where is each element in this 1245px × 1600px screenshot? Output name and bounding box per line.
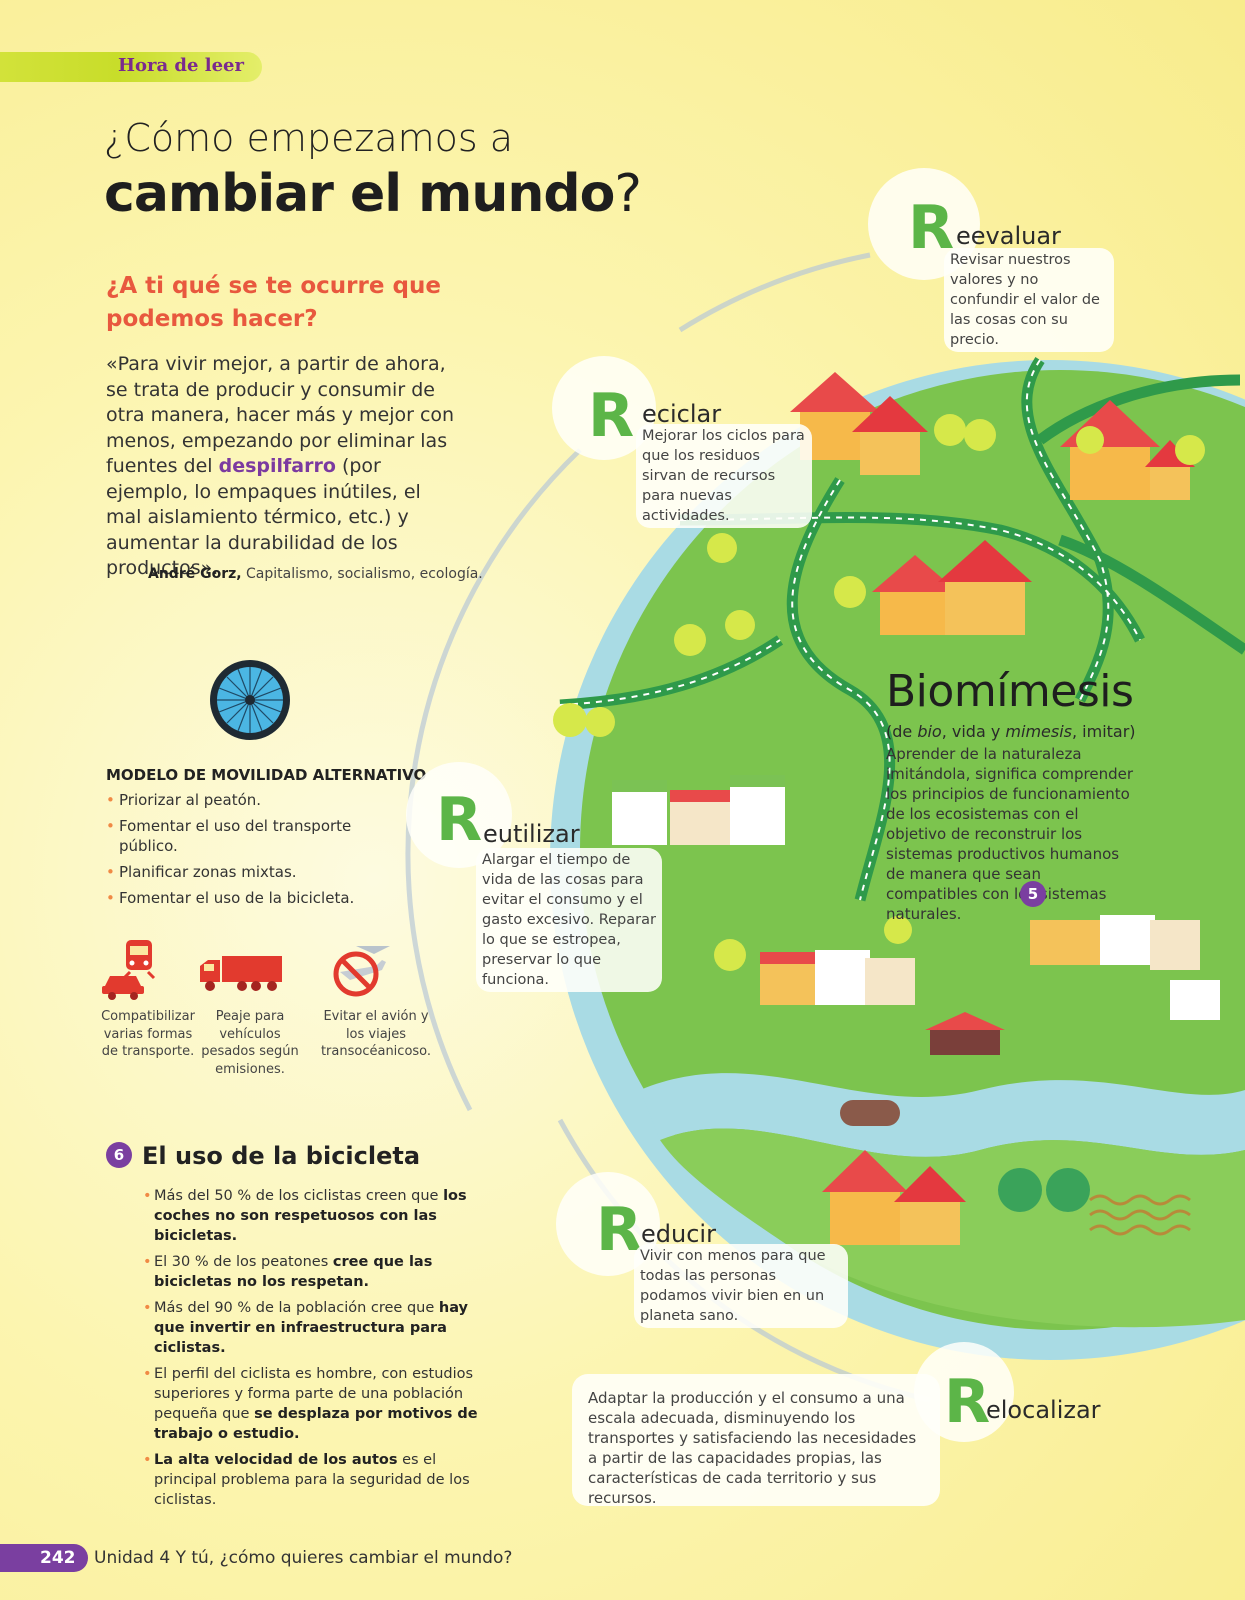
r-letter-reciclar: R (588, 381, 635, 451)
r-desc-reevaluar: Revisar nuestros valores y no confundir … (944, 248, 1114, 352)
title-question-mark: ? (614, 164, 642, 224)
list-item: La alta velocidad de los autos es el pri… (143, 1450, 503, 1510)
section-tag: Hora de leer (0, 52, 262, 82)
bicycle-wheel-icon (210, 660, 290, 740)
r-word-reevaluar: eevaluar (956, 222, 1061, 250)
r-desc-reciclar: Mejorar los ciclos para que los residuos… (636, 424, 812, 528)
r-letter-reutilizar: R (436, 785, 483, 855)
page-number: 242 (0, 1544, 88, 1572)
biomimesis-number-badge: 5 (1020, 881, 1046, 907)
bicycle-facts-list: Más del 50 % de los ciclistas creen que … (143, 1186, 503, 1516)
r-letter-reducir: R (596, 1195, 643, 1265)
title-line-1: ¿Cómo empezamos a (104, 116, 514, 160)
list-item: El perfil del ciclista es hombre, con es… (143, 1364, 503, 1444)
r-letter-reevaluar: R (908, 193, 955, 263)
list-item: Más del 90 % de la población cree que ha… (143, 1298, 503, 1358)
r-desc-reducir: Vivir con menos para que todas las perso… (634, 1244, 848, 1328)
list-item: Fomentar el uso de la bicicleta. (106, 888, 366, 908)
r-letter-relocalizar: R (944, 1367, 991, 1437)
footer-unit-title: Unidad 4 Y tú, ¿cómo quieres cambiar el … (94, 1548, 513, 1568)
list-item: Fomentar el uso del transporte público. (106, 816, 366, 856)
r-word-reciclar: eciclar (642, 400, 722, 428)
title-bold: cambiar el mundo (104, 164, 615, 224)
section-number-badge: 6 (106, 1142, 132, 1168)
mobility-model-title: MODELO DE MOVILIDAD ALTERNATIVO (106, 766, 427, 784)
quote-attribution: André Gorz, Capitalismo, socialismo, eco… (148, 566, 483, 582)
r-word-relocalizar: elocalizar (986, 1396, 1101, 1424)
biomimesis-etymology: (de bio, vida y mimesis, imitar) (886, 722, 1136, 741)
quote-highlight-word[interactable]: despilfarro (218, 455, 336, 477)
no-plane-icon (333, 946, 390, 997)
list-item: Más del 50 % de los ciclistas creen que … (143, 1186, 503, 1246)
biomimesis-text: Aprender de la naturaleza imitándola, si… (886, 745, 1134, 923)
r-circle-relocalizar (914, 1342, 1014, 1442)
truck-icon (200, 956, 282, 991)
r-desc-relocalizar: Adaptar la producción y el consumo a una… (572, 1374, 940, 1507)
title-line-2: cambiar el mundo? (104, 164, 642, 224)
list-item: El 30 % de los peatones cree que las bic… (143, 1252, 503, 1292)
list-item: Planificar zonas mixtas. (106, 862, 366, 882)
r-word-reducir: educir (641, 1220, 716, 1248)
r-word-reutilizar: eutilizar (483, 820, 580, 848)
quote-text-after: (por ejemplo, lo empaques inútiles, el m… (106, 455, 421, 579)
biomimesis-title: Biomímesis (886, 666, 1134, 717)
list-item: Priorizar al peatón. (106, 790, 366, 810)
subheading-question: ¿A ti qué se te ocurre que podemos hacer… (106, 273, 441, 332)
train-car-icon (102, 940, 156, 1000)
transport-caption-2: Peaje para vehículos pesados según emisi… (201, 1009, 299, 1077)
transport-caption-3: Evitar el avión y los viajes transocéani… (320, 1009, 432, 1059)
r-desc-reutilizar: Alargar el tiempo de vida de las cosas p… (476, 848, 662, 992)
quote-paragraph: «Para vivir mejor, a partir de ahora, se… (106, 352, 456, 582)
author-work: Capitalismo, socialismo, ecología. (241, 566, 483, 582)
author-name: André Gorz, (148, 566, 242, 582)
quote-text-before: «Para vivir mejor, a partir de ahora, se… (106, 353, 455, 477)
mobility-model-list: Priorizar al peatón. Fomentar el uso del… (106, 790, 366, 914)
transport-caption-1: Compatibilizar varias formas de transpor… (101, 1009, 195, 1059)
bicycle-section-title: El uso de la bicicleta (142, 1142, 421, 1170)
section-tag-label: Hora de leer (118, 55, 244, 76)
